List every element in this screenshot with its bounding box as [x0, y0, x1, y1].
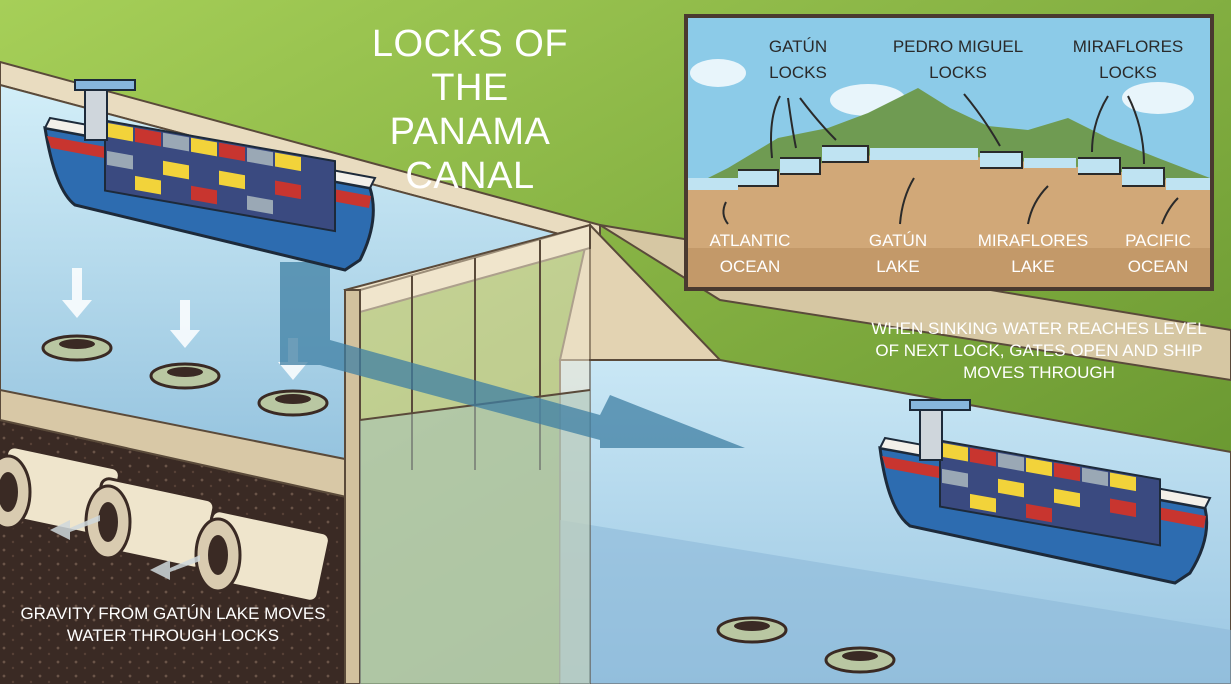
inset-atlantic-ocean: ATLANTIC OCEAN	[709, 231, 791, 276]
gravity-caption: GRAVITY FROM GATÚN LAKE MOVES WATER THRO…	[20, 604, 326, 645]
inset-pedro-miguel-locks: PEDRO MIGUEL LOCKS	[892, 37, 1024, 82]
drainage-pipes	[0, 445, 331, 603]
page-title: LOCKS OF THE PANAMA CANAL	[330, 22, 610, 198]
pipe-flow-arrows	[50, 515, 200, 580]
inset-pacific-ocean: PACIFIC OCEAN	[1125, 231, 1191, 276]
inset-map-graphic	[688, 18, 1210, 287]
title-line-1: LOCKS OF THE	[371, 23, 569, 109]
gates-caption: WHEN SINKING WATER REACHES LEVEL OF NEXT…	[871, 319, 1207, 382]
chamber-valves	[41, 334, 329, 417]
inset-map: GATÚN LOCKS PEDRO MIGUEL LOCKS MIRAFLORE…	[684, 14, 1214, 291]
ship-upper	[43, 79, 377, 272]
inset-miraflores-locks: MIRAFLORES LOCKS	[1072, 37, 1184, 82]
inset-miraflores-lake: MIRAFLORES LAKE	[977, 231, 1089, 276]
inset-gatun-locks: GATÚN LOCKS	[768, 37, 828, 82]
inset-gatun-lake: GATÚN LAKE	[868, 231, 928, 276]
flow-arrow	[280, 262, 745, 448]
ship-lower	[878, 399, 1212, 585]
title-line-2: PANAMA CANAL	[389, 111, 551, 197]
lower-valves	[716, 616, 896, 674]
lock-gate	[343, 223, 591, 684]
